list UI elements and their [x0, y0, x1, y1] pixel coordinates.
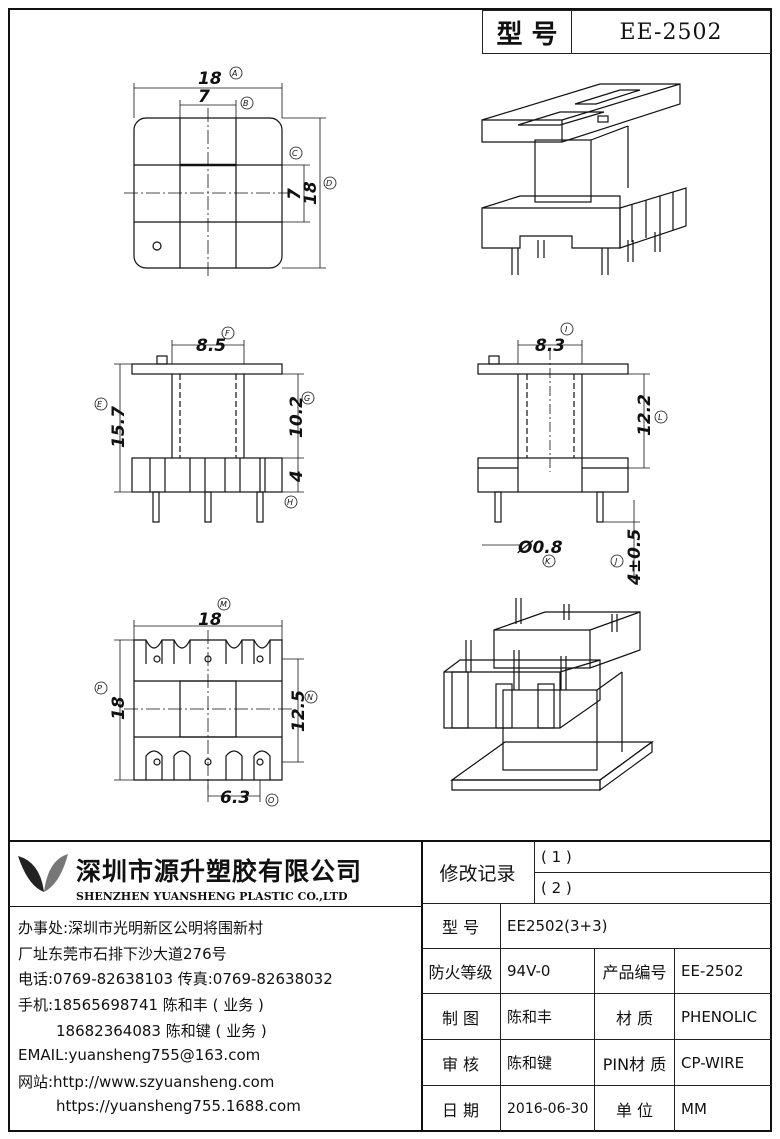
dim-n: 12.5	[289, 690, 309, 732]
drawing-frame	[8, 8, 772, 1132]
material-label: 材 质	[595, 994, 675, 1040]
technical-drawing: 18 7 7 18 15.7 8.5 10.2 4 8.3 12.2 Ø0.8 …	[94, 66, 687, 808]
marker-h: H	[287, 498, 293, 507]
phone-fax: 电话:0769-82638103 传真:0769-82638032	[18, 970, 333, 988]
marker-i: I	[565, 325, 568, 334]
fire-rating-label: 防火等级	[421, 949, 501, 994]
isometric-view-bottom	[443, 598, 654, 792]
dim-g: 10.2	[287, 396, 307, 438]
factory-address: 厂址东莞市石排下沙大道276号	[18, 945, 227, 963]
marker-m: M	[220, 600, 227, 609]
model-label-top: 型 号	[482, 10, 572, 54]
dim-p: 18	[109, 696, 129, 720]
pin-material-value: CP-WIRE	[675, 1040, 772, 1086]
date-label: 日 期	[421, 1086, 501, 1132]
office-address: 办事处:深圳市光明新区公明将围新村	[18, 919, 264, 937]
website-2[interactable]: https://yuansheng755.1688.com	[56, 1097, 301, 1115]
marker-g: G	[304, 394, 310, 403]
marker-a: A	[231, 69, 237, 78]
dim-l: 12.2	[635, 394, 655, 436]
marker-l: L	[658, 413, 662, 422]
date-value: 2016-06-30	[501, 1086, 595, 1132]
dim-d: 18	[301, 181, 321, 205]
product-number-value: EE-2502	[675, 949, 772, 994]
marker-c: C	[292, 149, 298, 158]
unit-label: 单 位	[595, 1086, 675, 1132]
dim-k: Ø0.8	[517, 538, 563, 558]
model-value-top: EE-2502	[571, 10, 771, 54]
marker-n: N	[307, 693, 313, 702]
company-logo-icon	[18, 854, 68, 892]
dim-m: 18	[198, 610, 222, 630]
revision-label: 修改记录	[421, 842, 535, 904]
reviewed-by-label: 审 核	[421, 1040, 501, 1086]
marker-f: F	[225, 329, 230, 338]
side-view	[477, 340, 650, 580]
product-number-label: 产品编号	[595, 949, 675, 994]
pin-material-label: PIN材 质	[595, 1040, 675, 1086]
bottom-view	[114, 620, 304, 802]
company-divider	[8, 906, 421, 907]
front-view	[114, 340, 304, 523]
dim-h: 4	[287, 470, 307, 483]
marker-o: O	[268, 796, 274, 805]
drawn-by-label: 制 图	[421, 994, 501, 1040]
marker-e: E	[97, 400, 103, 409]
top-view	[124, 83, 326, 278]
material-value: PHENOLIC	[675, 994, 772, 1040]
dim-i: 8.3	[535, 336, 565, 356]
model-label: 型 号	[421, 904, 501, 949]
mobile-1: 手机:18565698741 陈和丰 ( 业务 )	[18, 996, 264, 1014]
model-value: EE2502(3+3)	[501, 904, 772, 949]
email[interactable]: EMAIL:yuansheng755@163.com	[18, 1046, 261, 1064]
dim-e: 15.7	[109, 406, 129, 448]
dim-f: 8.5	[196, 336, 226, 356]
table-left-border	[421, 840, 423, 1132]
fire-rating-value: 94V-0	[501, 949, 595, 994]
drawn-by-value: 陈和丰	[501, 994, 595, 1040]
mobile-2: 18682364083 陈和键 ( 业务 )	[56, 1022, 267, 1040]
marker-j: J	[613, 557, 618, 566]
dim-j: 4±0.5	[625, 529, 645, 586]
company-name-cn: 深圳市源升塑胶有限公司	[76, 857, 363, 886]
marker-b: B	[243, 99, 249, 108]
dim-o: 6.3	[220, 788, 250, 808]
revision-2: ( 2 )	[535, 873, 772, 904]
dim-c: 7	[285, 188, 305, 200]
website-1[interactable]: 网站:http://www.szyuansheng.com	[18, 1073, 275, 1091]
marker-d: D	[326, 179, 332, 188]
marker-p: P	[97, 684, 102, 693]
marker-k: K	[545, 557, 551, 566]
revision-1: ( 1 )	[535, 842, 772, 873]
info-section-divider	[8, 840, 772, 842]
dim-a: 18	[198, 69, 222, 89]
company-name-en: SHENZHEN YUANSHENG PLASTIC CO.,LTD	[76, 890, 348, 903]
dim-b: 7	[198, 87, 210, 107]
unit-value: MM	[681, 1100, 707, 1118]
reviewed-by-value: 陈和键	[501, 1040, 595, 1086]
isometric-view-top	[481, 83, 687, 275]
